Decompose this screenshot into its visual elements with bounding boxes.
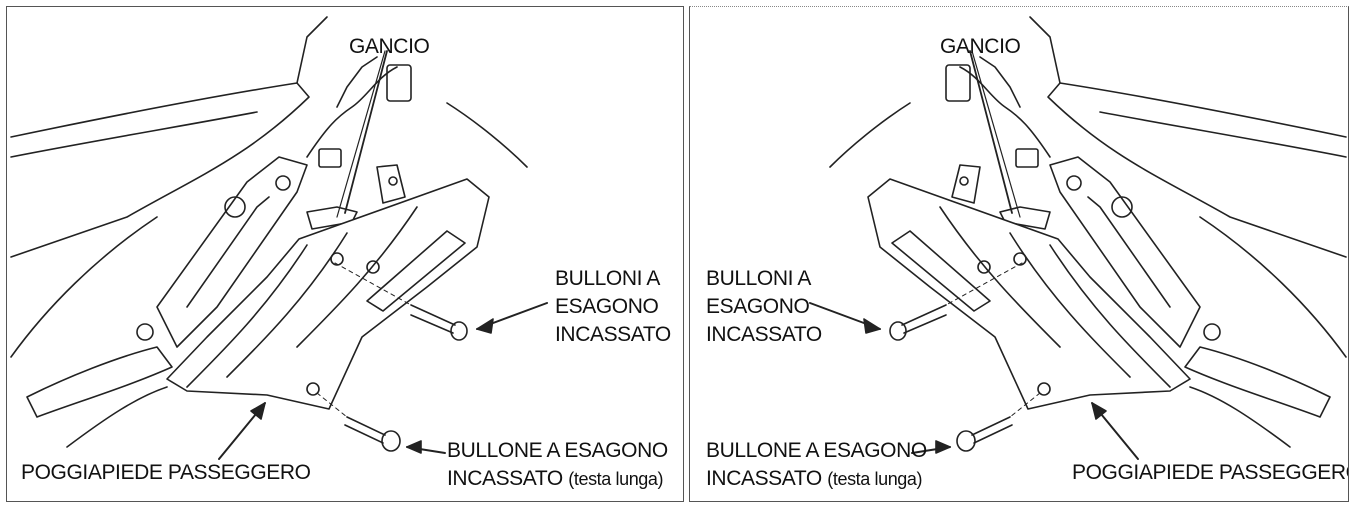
footrest-body <box>867 178 1191 410</box>
mount-hole <box>1037 382 1051 396</box>
label-bolts-line3: INCASSATO <box>706 323 822 346</box>
body-panel-upper <box>10 82 310 258</box>
label-bolt-long-line2: INCASSATO (testa lunga) <box>447 465 664 493</box>
label-bolts-line3: INCASSATO <box>555 323 671 346</box>
leader-hook-2 <box>971 50 1021 218</box>
label-bolts-line2: ESAGONO <box>555 295 659 318</box>
footrest-pad <box>366 230 466 312</box>
relay-box <box>386 64 412 102</box>
lower-body <box>1199 216 1347 358</box>
footrest-drawing-left <box>10 16 548 460</box>
hook-hole <box>959 176 969 186</box>
wiring <box>959 56 1051 158</box>
footrest-body <box>166 178 490 410</box>
mount-hole <box>366 260 380 274</box>
bolt-upper-head <box>450 321 468 341</box>
hook-bracket <box>306 206 358 230</box>
footrest-rib <box>296 206 418 348</box>
bolt-long <box>971 416 1013 444</box>
label-hook: GANCIO <box>349 35 430 58</box>
mount-hole <box>306 382 320 396</box>
diagram-panel-right: GANCIO BULLONI A ESAGONO INCASSATO BULLO… <box>689 6 1349 502</box>
label-bolt-long-line1: BULLONE A ESAGONO <box>706 439 927 462</box>
relay-box <box>945 64 971 102</box>
lower-body <box>10 216 158 358</box>
frame-tube <box>296 16 328 84</box>
mount-hole <box>977 260 991 274</box>
bolt-axis <box>945 262 1041 418</box>
leader-hook <box>969 50 1013 214</box>
mount-hole <box>330 252 344 266</box>
frame-boss <box>1203 323 1221 341</box>
rear-cowl <box>829 102 911 168</box>
frame-tube <box>1029 16 1061 84</box>
footrest-rib <box>1049 244 1171 388</box>
bolt-long <box>344 416 386 444</box>
mount-hole <box>1013 252 1027 266</box>
side-bracket <box>26 346 173 418</box>
wiring <box>306 56 398 158</box>
bolt-long-head <box>956 430 976 452</box>
bolt-long-head <box>381 430 401 452</box>
lower-body-2 <box>1189 386 1291 448</box>
connector <box>1015 148 1039 168</box>
frame-boss <box>224 196 246 218</box>
body-panel-edge <box>1099 111 1347 158</box>
connector <box>318 148 342 168</box>
bolt-axis <box>316 262 412 418</box>
frame-boss <box>136 323 154 341</box>
hook-tab <box>376 164 406 204</box>
bolt-upper-head <box>889 321 907 341</box>
leader-hook-2 <box>336 50 386 218</box>
rear-cowl <box>446 102 528 168</box>
label-bolts-line2: ESAGONO <box>706 295 810 318</box>
label-footrest: POGGIAPIEDE PASSEGGERO <box>1072 461 1349 484</box>
side-bracket <box>1184 346 1331 418</box>
hook-hole <box>388 176 398 186</box>
label-bolt-long-line1: BULLONE A ESAGONO <box>447 439 668 462</box>
label-bolts-line1: BULLONI A <box>555 267 660 290</box>
diagram-panel-left: GANCIO BULLONI A ESAGONO INCASSATO BULLO… <box>6 6 684 502</box>
hook-tab <box>951 164 981 204</box>
body-panel-upper <box>1047 82 1347 258</box>
footrest-pad <box>891 230 991 312</box>
frame-boss <box>1066 175 1082 191</box>
label-bolt-long-suffix: (testa lunga) <box>827 469 923 489</box>
hook-bracket <box>999 206 1051 230</box>
bolt-upper <box>901 304 947 334</box>
frame-boss <box>1111 196 1133 218</box>
frame-rail <box>156 156 308 348</box>
label-bolts-line1: BULLONI A <box>706 267 811 290</box>
leader-hook <box>344 50 388 214</box>
frame-rail-inner <box>1087 196 1171 308</box>
label-bolt-long-suffix: (testa lunga) <box>568 469 664 489</box>
frame-boss <box>275 175 291 191</box>
frame-rail <box>1049 156 1201 348</box>
body-panel-edge <box>10 111 258 158</box>
bolt-upper <box>410 304 456 334</box>
lower-body-2 <box>66 386 168 448</box>
label-bolt-long-line2-main: INCASSATO <box>447 467 563 490</box>
label-footrest: POGGIAPIEDE PASSEGGERO <box>21 461 311 484</box>
footrest-rib <box>186 244 308 388</box>
footrest-rib <box>939 206 1061 348</box>
label-hook: GANCIO <box>940 35 1021 58</box>
frame-rail-inner <box>186 196 270 308</box>
footrest-drawing-right <box>809 16 1347 460</box>
label-bolt-long-line2: INCASSATO (testa lunga) <box>706 465 923 493</box>
label-bolt-long-line2-main: INCASSATO <box>706 467 822 490</box>
